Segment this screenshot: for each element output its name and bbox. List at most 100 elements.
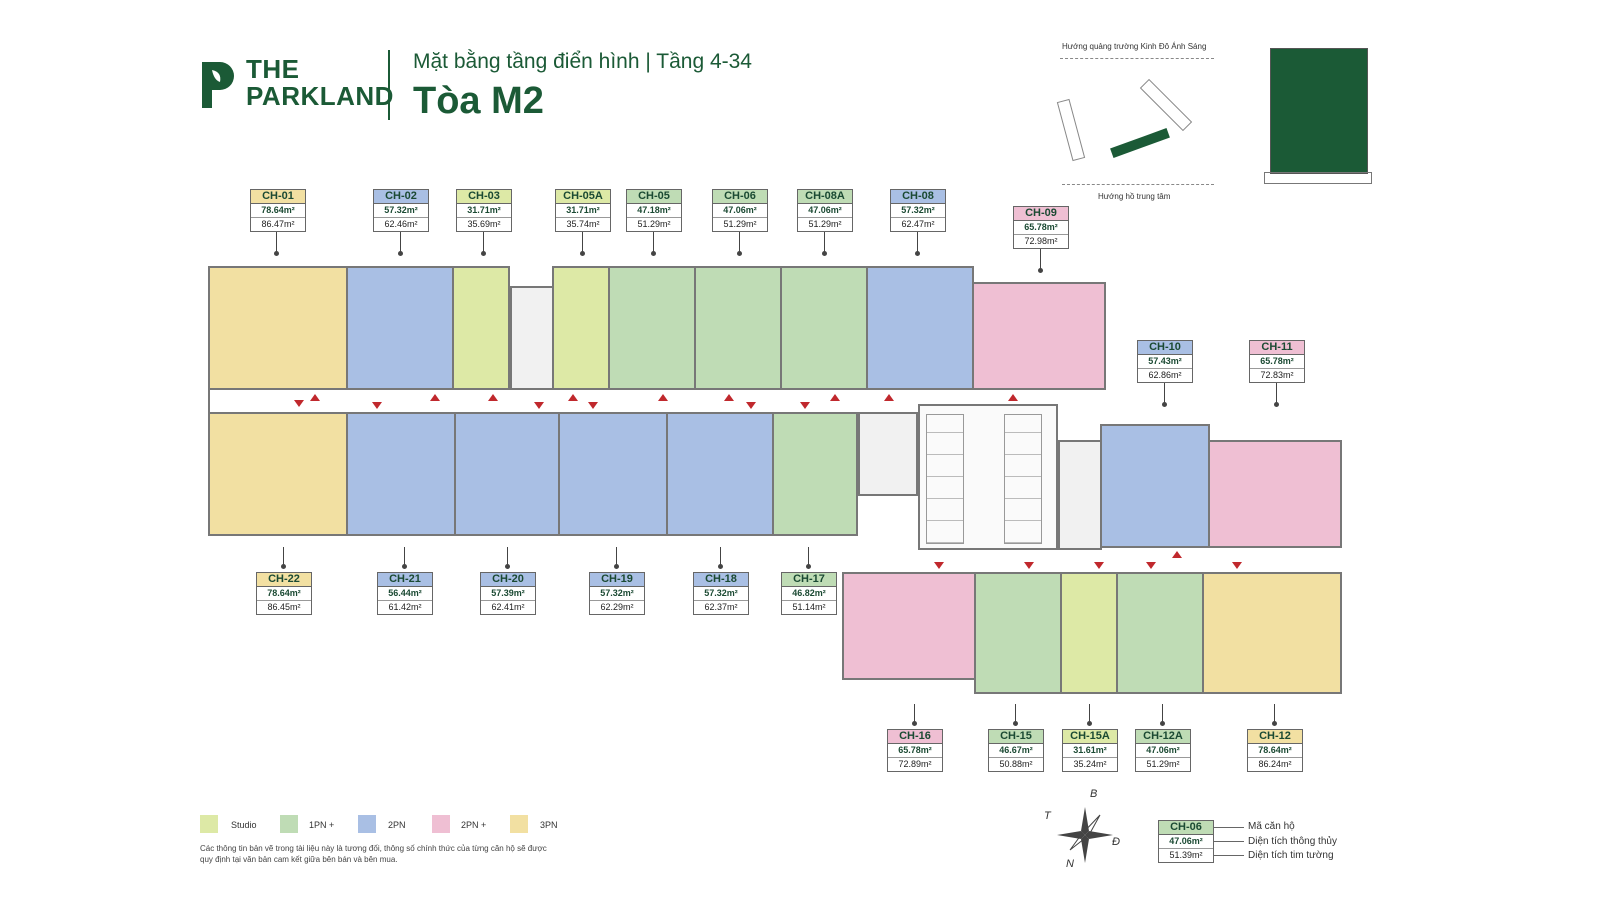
leader-line	[281, 547, 286, 569]
door-marker	[488, 394, 498, 401]
unit-label-ch16[interactable]: CH-16 65.78m² 72.89m²	[887, 729, 943, 772]
key-note-code: Mã căn hộ	[1248, 821, 1295, 832]
legend-label-1pn-plus: 1PN +	[309, 820, 335, 830]
corridor-east	[842, 550, 1342, 572]
unit-code: CH-15	[989, 730, 1043, 744]
key-line-code	[1214, 827, 1244, 828]
unit-plan-ch10	[1100, 424, 1210, 548]
compass-rose-icon	[1057, 807, 1113, 863]
net-area: 31.71m²	[457, 204, 511, 218]
unit-label-ch08[interactable]: CH-08 57.32m² 62.47m²	[890, 189, 946, 232]
unit-code: CH-09	[1014, 207, 1068, 221]
net-area: 46.67m²	[989, 744, 1043, 758]
unit-label-ch11[interactable]: CH-11 65.78m² 72.83m²	[1249, 340, 1305, 383]
compass-label-d: Đ	[1112, 836, 1120, 848]
unit-plan-ch18	[666, 412, 774, 536]
page-title: Tòa M2	[413, 80, 544, 122]
unit-plan-ch08	[866, 266, 974, 390]
unit-label-ch20[interactable]: CH-20 57.39m² 62.41m²	[480, 572, 536, 615]
unit-code: CH-02	[374, 190, 428, 204]
unit-code: CH-03	[457, 190, 511, 204]
door-marker	[884, 394, 894, 401]
gross-area: 62.29m²	[600, 602, 634, 612]
legend-swatch-2pn-plus	[432, 815, 450, 833]
unit-label-ch09[interactable]: CH-09 65.78m² 72.98m²	[1013, 206, 1069, 249]
net-area: 57.32m²	[374, 204, 428, 218]
unit-label-ch22[interactable]: CH-22 78.64m² 86.45m²	[256, 572, 312, 615]
key-line-area1	[1214, 841, 1244, 842]
gross-area: 86.47m²	[261, 219, 295, 229]
legend-swatch-1pn-plus	[280, 815, 298, 833]
gross-area: 86.24m²	[1258, 759, 1292, 769]
unit-plan-ch03	[452, 266, 510, 390]
gross-area: 50.88m²	[999, 759, 1033, 769]
gross-area: 35.69m²	[467, 219, 501, 229]
door-marker	[800, 402, 810, 409]
unit-label-ch06[interactable]: CH-06 47.06m² 51.29m²	[712, 189, 768, 232]
unit-label-ch12[interactable]: CH-12 78.64m² 86.24m²	[1247, 729, 1303, 772]
unit-label-ch05[interactable]: CH-05 47.18m² 51.29m²	[626, 189, 682, 232]
net-area: 65.78m²	[1250, 355, 1304, 369]
net-area: 57.39m²	[481, 587, 535, 601]
door-marker	[310, 394, 320, 401]
unit-label-ch10[interactable]: CH-10 57.43m² 62.86m²	[1137, 340, 1193, 383]
unit-label-ch03[interactable]: CH-03 31.71m² 35.69m²	[456, 189, 512, 232]
unit-plan-ch12	[1202, 572, 1342, 694]
unit-code: CH-22	[257, 573, 311, 587]
unit-code: CH-01	[251, 190, 305, 204]
unit-label-ch01[interactable]: CH-01 78.64m² 86.47m²	[250, 189, 306, 232]
net-area: 56.44m²	[378, 587, 432, 601]
gross-area: 51.29m²	[723, 219, 757, 229]
unit-label-ch15[interactable]: CH-15 46.67m² 50.88m²	[988, 729, 1044, 772]
unit-plan-ch21	[346, 412, 456, 536]
stair-core-east	[1058, 440, 1102, 550]
unit-code: CH-08	[891, 190, 945, 204]
leader-line	[915, 232, 920, 256]
unit-code: CH-05A	[556, 190, 610, 204]
gross-area: 62.37m²	[704, 602, 738, 612]
gross-area: 62.41m²	[491, 602, 525, 612]
net-area: 78.64m²	[251, 204, 305, 218]
unit-code: CH-18	[694, 573, 748, 587]
net-area: 46.82m²	[782, 587, 836, 601]
gross-area: 51.39m²	[1169, 850, 1203, 860]
unit-code: CH-11	[1250, 341, 1304, 355]
unit-plan-ch05	[608, 266, 696, 390]
net-area: 65.78m²	[888, 744, 942, 758]
door-marker	[746, 402, 756, 409]
building-elevation	[1270, 48, 1368, 174]
keyplan-map	[1056, 78, 1193, 162]
net-area: 57.32m²	[590, 587, 644, 601]
net-area: 47.06m²	[1136, 744, 1190, 758]
leader-line	[1160, 704, 1165, 726]
legend-swatch-2pn	[358, 815, 376, 833]
unit-plan-ch15	[974, 572, 1062, 694]
gross-area: 72.89m²	[898, 759, 932, 769]
net-area: 47.18m²	[627, 204, 681, 218]
door-marker	[1008, 394, 1018, 401]
unit-label-ch18[interactable]: CH-18 57.32m² 62.37m²	[693, 572, 749, 615]
unit-label-ch08a[interactable]: CH-08A 47.06m² 51.29m²	[797, 189, 853, 232]
unit-label-ch15a[interactable]: CH-15A 31.61m² 35.24m²	[1062, 729, 1118, 772]
leader-line	[1087, 704, 1092, 726]
unit-plan-ch05a	[552, 266, 610, 390]
gross-area: 61.42m²	[388, 602, 422, 612]
unit-label-ch12a[interactable]: CH-12A 47.06m² 51.29m²	[1135, 729, 1191, 772]
unit-plan-ch12a	[1116, 572, 1204, 694]
legend-swatch-studio	[200, 815, 218, 833]
door-marker	[934, 562, 944, 569]
key-note-area2: Diện tích tim tường	[1248, 850, 1334, 861]
unit-label-ch21[interactable]: CH-21 56.44m² 61.42m²	[377, 572, 433, 615]
door-marker	[588, 402, 598, 409]
leader-line	[1272, 704, 1277, 726]
unit-plan-ch15a	[1060, 572, 1118, 694]
unit-label-ch19[interactable]: CH-19 57.32m² 62.29m²	[589, 572, 645, 615]
brand-line1: THE	[246, 54, 300, 84]
unit-label-ch02[interactable]: CH-02 57.32m² 62.46m²	[373, 189, 429, 232]
unit-label-ch17[interactable]: CH-17 46.82m² 51.14m²	[781, 572, 837, 615]
unit-label-ch05a[interactable]: CH-05A 31.71m² 35.74m²	[555, 189, 611, 232]
service-core	[858, 412, 918, 496]
leader-line	[1013, 704, 1018, 726]
gross-area: 51.29m²	[808, 219, 842, 229]
net-area: 78.64m²	[257, 587, 311, 601]
